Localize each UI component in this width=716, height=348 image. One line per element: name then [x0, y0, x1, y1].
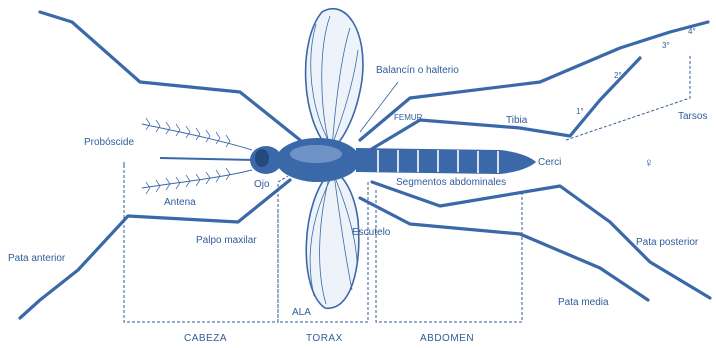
section-cabeza: CABEZA	[184, 334, 227, 344]
antennae	[142, 118, 252, 194]
leg-front-lower	[20, 180, 290, 318]
label-tibia: Tibia	[506, 116, 527, 126]
label-cerci: Cerci	[538, 158, 561, 168]
section-abdomen: ABDOMEN	[420, 334, 474, 344]
thorax-highlight	[290, 145, 342, 163]
label-tarso-1: 1°	[576, 108, 584, 116]
label-tarsos: Tarsos	[678, 112, 707, 122]
label-balancin: Balancín o halterio	[376, 66, 459, 76]
label-tarso-3: 3°	[662, 42, 670, 50]
proboscis	[160, 158, 256, 160]
label-ala: ALA	[292, 308, 311, 318]
label-proboscide: Probóscide	[84, 138, 134, 148]
label-escutelo: Escutelo	[352, 228, 390, 238]
leg-mid-lower	[360, 198, 648, 300]
abdomen-box	[376, 190, 522, 322]
label-pata-anterior: Pata anterior	[8, 254, 65, 264]
label-pata-media: Pata media	[558, 298, 609, 308]
label-ojo: Ojo	[254, 180, 270, 190]
tarsos-bracket	[566, 55, 690, 140]
label-antena: Antena	[164, 198, 196, 208]
leg-hind-upper	[360, 22, 708, 140]
torax-box	[278, 176, 288, 322]
label-pata-posterior: Pata posterior	[636, 238, 698, 248]
label-femur: FEMUR	[394, 114, 422, 122]
label-palpo: Palpo maxilar	[196, 236, 257, 246]
female-symbol-icon: ♀	[644, 156, 654, 169]
lower-wing	[306, 170, 359, 308]
label-segmentos: Segmentos abdominales	[396, 178, 506, 188]
label-tarso-4: 4°	[688, 28, 696, 36]
leg-front-upper	[40, 12, 300, 140]
eye	[255, 149, 269, 167]
section-torax: TORAX	[306, 334, 343, 344]
upper-wing	[306, 9, 363, 150]
label-tarso-2: 2°	[614, 72, 622, 80]
abdomen	[356, 148, 536, 174]
